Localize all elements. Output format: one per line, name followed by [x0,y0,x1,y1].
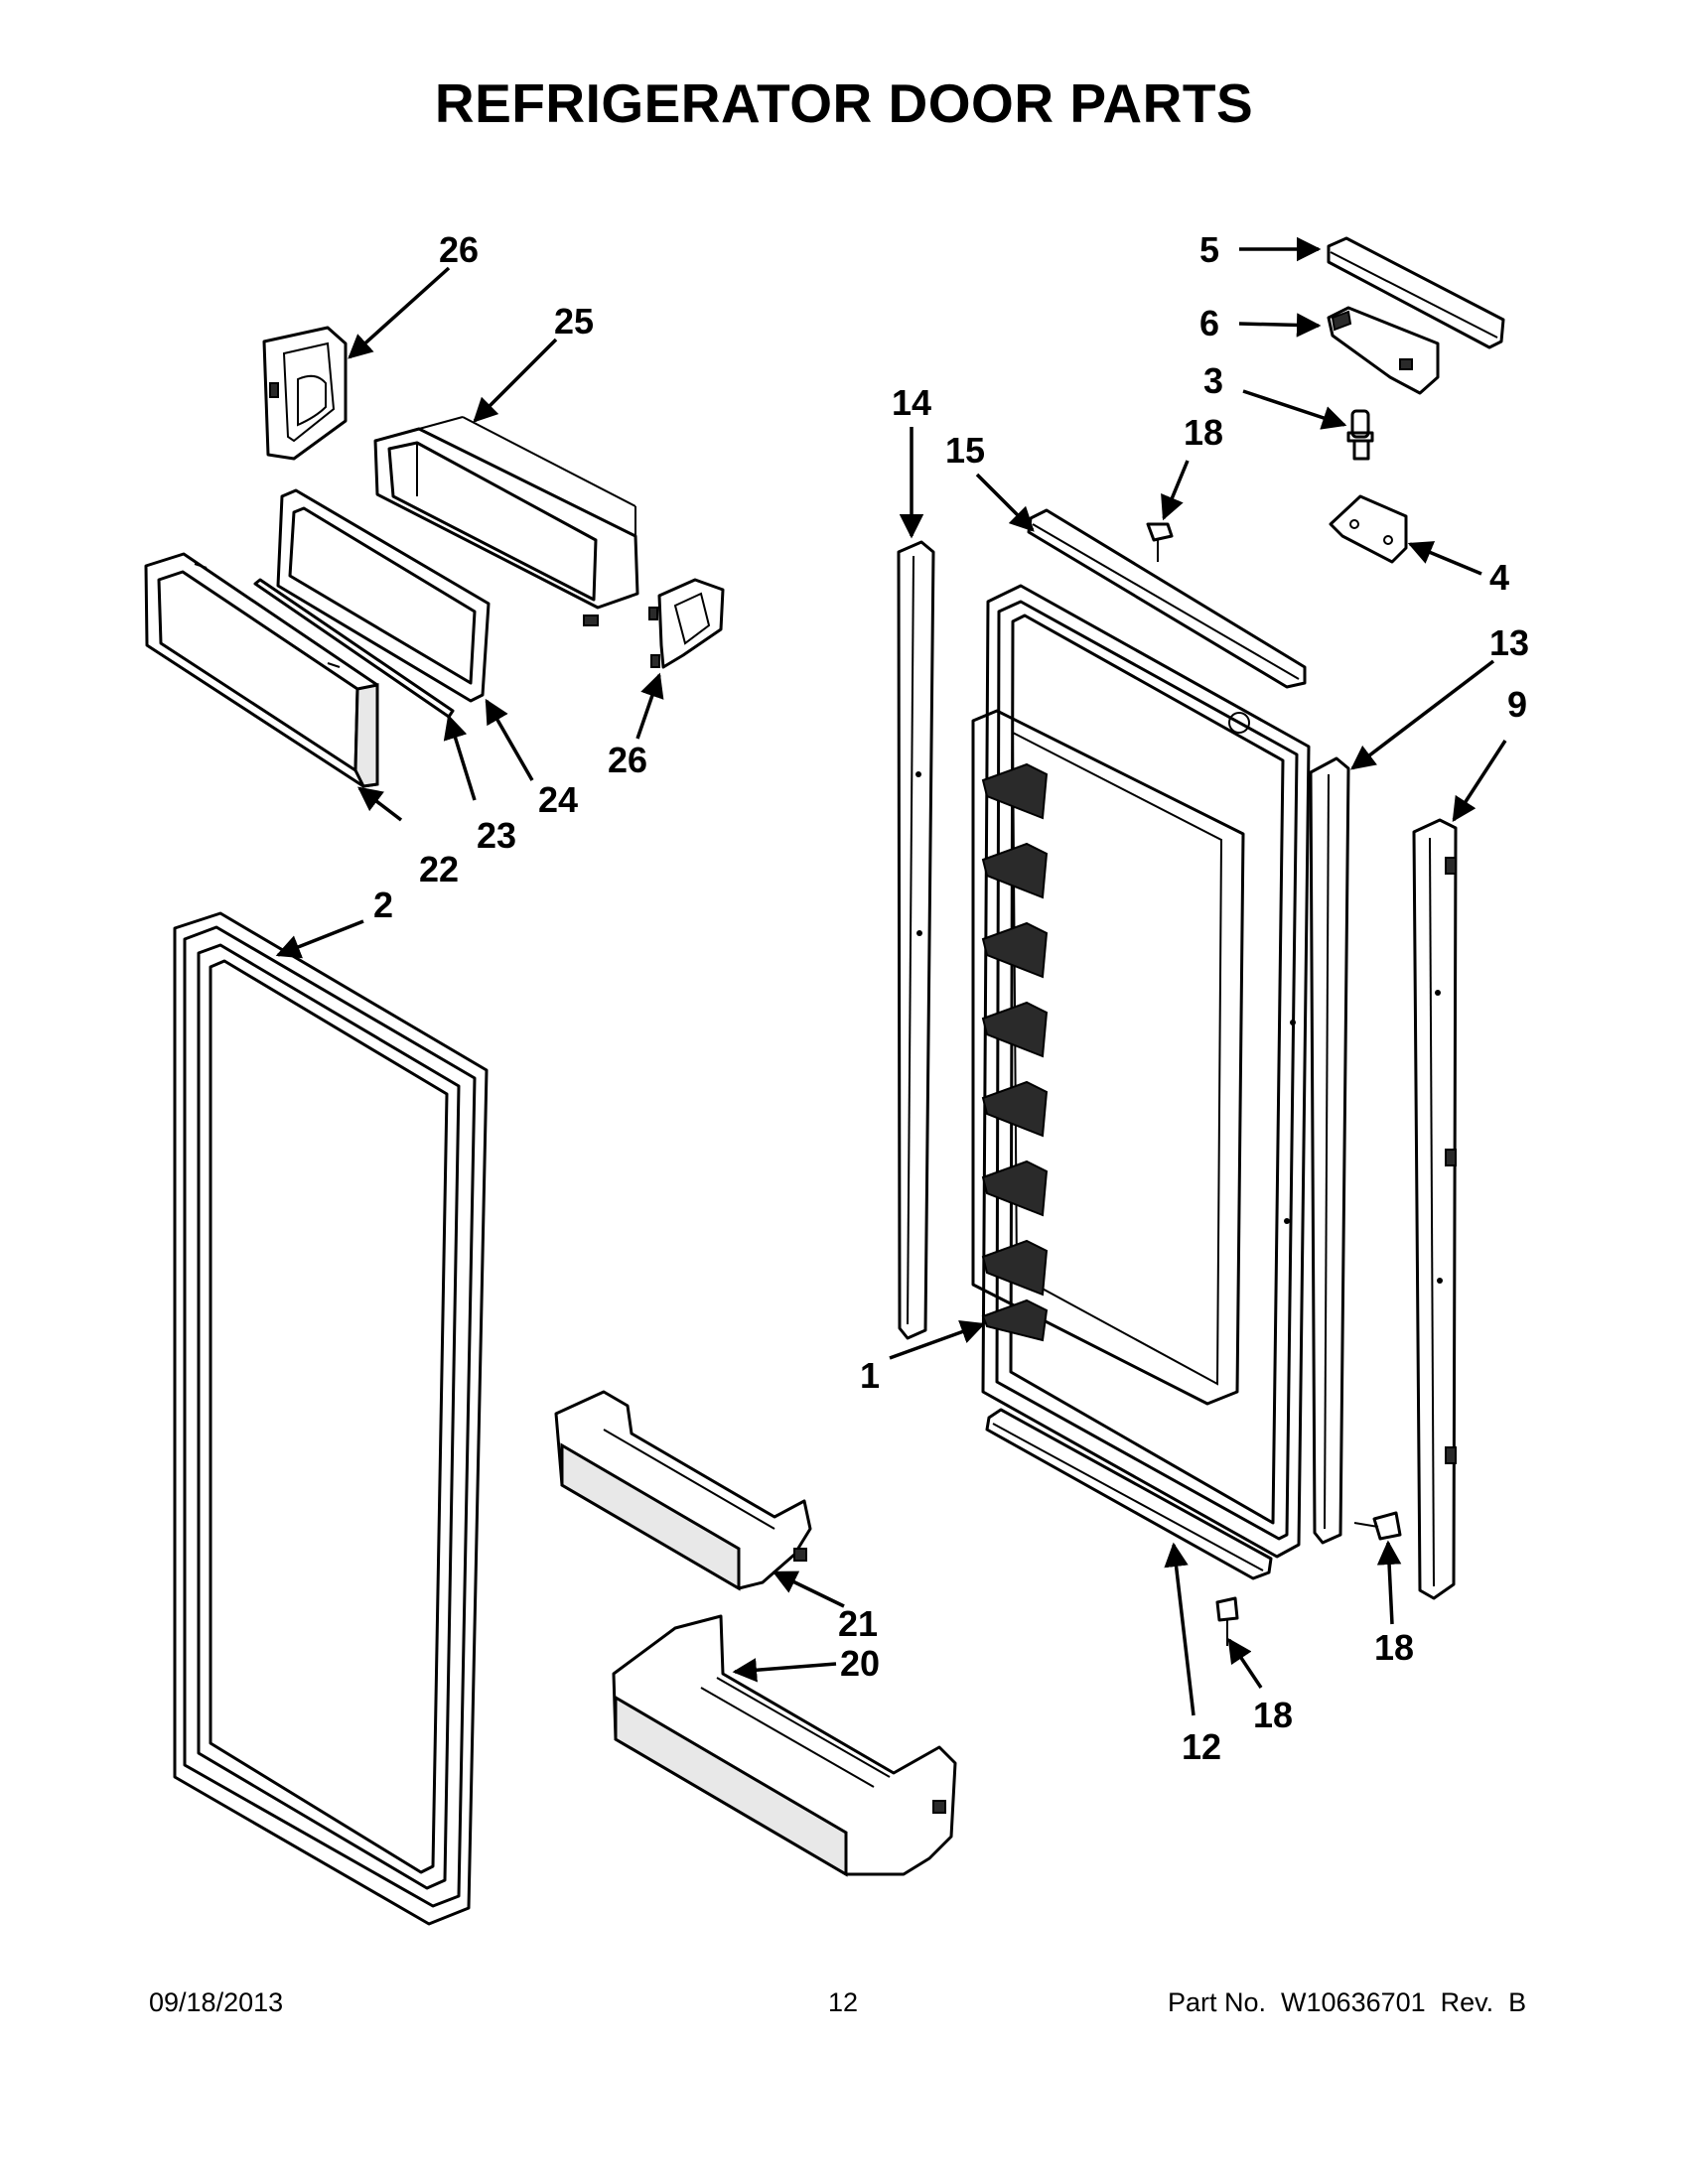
callout-1: 1 [860,1355,880,1396]
callout-labels: 26 25 26 24 23 22 2 14 15 18 5 6 3 4 13 … [373,229,1529,1767]
callout-18-top: 18 [1184,412,1223,453]
door-gasket-part [173,911,489,1926]
callout-9: 9 [1507,684,1527,725]
callout-13: 13 [1489,622,1529,663]
hinge-block-part [1327,306,1440,395]
left-trim-strip-part [897,540,935,1340]
callout-26-lower: 26 [608,740,647,780]
panel-frame-part [276,488,491,703]
top-bracket-part [1027,508,1307,689]
callout-12: 12 [1182,1726,1221,1767]
screw-right-part [1353,1511,1402,1541]
callout-2: 2 [373,885,393,925]
callout-21: 21 [838,1603,878,1644]
page-title: REFRIGERATOR DOOR PARTS [434,72,1254,134]
callout-26-upper: 26 [439,229,479,270]
callout-22: 22 [419,849,459,889]
control-housing-part [373,416,639,626]
small-door-bin-part [554,1390,812,1591]
end-cap-lower-part [648,578,725,669]
hinge-cover-part [1412,818,1458,1600]
control-panel-part [144,552,379,788]
large-door-bin-part [612,1614,957,1877]
callout-24: 24 [538,779,578,820]
footer-part-number: Part No. W10636701 Rev. B [1168,1987,1527,2017]
callout-18-right: 18 [1374,1627,1414,1668]
callout-14: 14 [892,382,931,423]
callout-6: 6 [1199,303,1219,343]
callout-5: 5 [1199,229,1219,270]
callout-23: 23 [477,815,516,856]
bottom-bracket-part [985,1408,1273,1580]
hinge-bracket-part [1329,494,1408,564]
top-cover-part [1327,236,1505,349]
callout-20: 20 [840,1643,880,1684]
end-cap-upper-part [262,326,348,461]
callout-25: 25 [554,301,594,341]
callout-15: 15 [945,430,985,471]
footer-date: 09/18/2013 [149,1987,284,2017]
shelf-retainers [981,762,1049,1342]
hinge-pin-part [1346,409,1374,461]
screw-bottom-part [1215,1596,1239,1646]
screw-top-part [1146,522,1174,562]
callout-3: 3 [1203,360,1223,401]
hinge-side-strip-part [1309,756,1350,1545]
leader-arrows [275,236,1507,1716]
refrigerator-door-part [971,584,1311,1559]
callout-4: 4 [1489,557,1509,598]
trim-strip-part [253,578,455,719]
callout-18-bottom: 18 [1253,1695,1293,1735]
footer-page-number: 12 [828,1987,859,2017]
